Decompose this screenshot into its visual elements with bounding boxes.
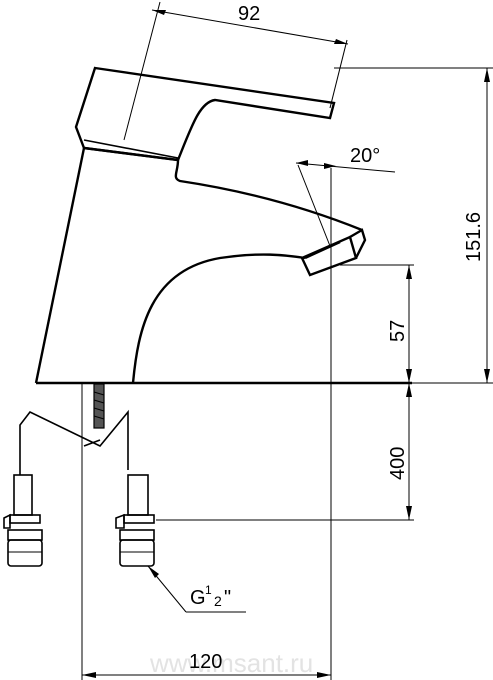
angle-leg [297, 164, 331, 247]
pull-rod [93, 383, 105, 429]
dimension-label-57: 57 [387, 320, 409, 342]
dimension-400: 400 [156, 383, 414, 521]
thread-label-sub: 2 [214, 593, 222, 609]
left-hose-fitting [3, 474, 43, 567]
dimension-label-120: 120 [189, 651, 222, 673]
dimension-57: 57 [340, 264, 414, 383]
hose-junction [83, 439, 101, 447]
body-front-curve [131, 253, 306, 384]
extension-line-left [123, 1, 161, 141]
dimension-151-6: 151.6 [334, 67, 493, 384]
watermark: www.msant.ru [149, 648, 313, 678]
thread-label-base: G [190, 587, 206, 609]
body-top-edge [83, 146, 363, 232]
extension-line-right [329, 39, 348, 109]
thread-label-sup: 1 [205, 583, 212, 597]
dimension-label-92: 92 [238, 3, 260, 25]
thread-label-suffix: " [224, 587, 231, 609]
lever-handle [74, 66, 336, 162]
handle-outline [74, 66, 336, 162]
handle-front-edge [75, 67, 96, 128]
dimension-label-400: 400 [387, 447, 409, 480]
dimension-angle: 20° [295, 145, 396, 247]
dimension-line-92 [151, 9, 349, 45]
body-back-edge [34, 147, 86, 384]
aerator-side [349, 228, 367, 259]
right-hose-fitting [115, 474, 155, 567]
angle-leader [295, 162, 396, 173]
thread-label: G 1 2 " [147, 565, 246, 613]
pull-rod-shaft [93, 383, 105, 429]
dimension-label-151-6: 151.6 [463, 212, 485, 262]
supply-hoses [3, 409, 155, 567]
faucet-body [34, 146, 412, 385]
hose-outline [19, 409, 129, 475]
dimension-92: 92 [123, 1, 349, 141]
dimension-120: 120 [81, 383, 331, 680]
handle-bottom-line [83, 139, 179, 159]
dimension-label-angle: 20° [350, 145, 380, 167]
